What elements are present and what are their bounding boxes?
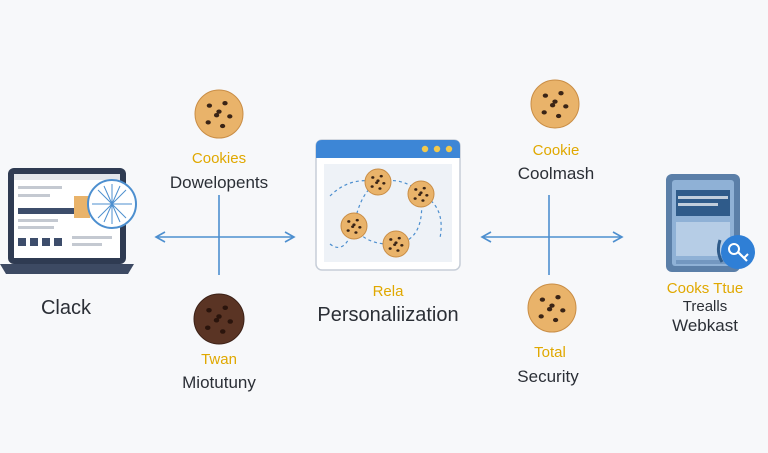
chocolate-cookie-icon-bottom-left [193, 293, 245, 345]
browser-cookie-icon-2 [407, 180, 435, 208]
key-icon [716, 235, 755, 269]
bottom-left-label: Miotutuny [182, 373, 256, 392]
cookie-icon-top-right [530, 79, 580, 129]
top-left-accent-label: Cookies [191, 150, 247, 167]
bottom-right-accent-label: Total [534, 344, 566, 361]
top-left-label: Dowelopents [169, 173, 269, 192]
top-right-label: Coolmash [517, 164, 595, 183]
bottom-right-label: Security [517, 367, 579, 386]
center-accent-label: Rela [372, 283, 404, 300]
browser-cookie-icon-1 [364, 168, 392, 196]
top-right-accent-label: Cookie [532, 142, 580, 159]
right-accent-label: Cooks Ttue [666, 280, 744, 297]
right-connector [480, 195, 624, 275]
browser-cookie-icon-3 [340, 212, 368, 240]
left-device-label: Clack [40, 297, 92, 319]
browser-cookie-icon-4 [382, 230, 410, 258]
right-label-line2: Webkast [672, 316, 738, 335]
cookie-icon-bottom-right [527, 283, 577, 333]
right-label-line1: Trealls [682, 298, 728, 315]
bottom-left-accent-label: Twan [201, 351, 237, 368]
laptop-icon [0, 168, 137, 274]
center-label: Personaliization [317, 304, 459, 326]
left-connector [154, 195, 296, 275]
cookie-icon-top-left [194, 89, 244, 139]
